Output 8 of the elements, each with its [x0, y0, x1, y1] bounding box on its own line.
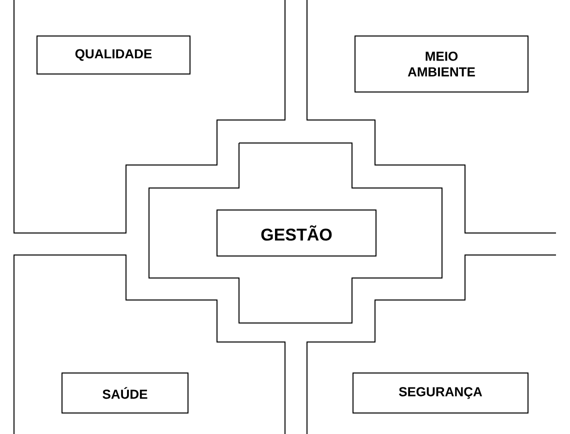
region-outline [148, 142, 442, 324]
label-box: SEGURANÇA [352, 372, 528, 414]
region-outline [306, 254, 556, 434]
label-box: MEIO AMBIENTE [354, 36, 528, 92]
label-box: QUALIDADE [36, 36, 190, 74]
label-box: GESTÃO [216, 210, 376, 256]
region-outline [14, 254, 286, 434]
label-box: SAÚDE [62, 372, 188, 414]
